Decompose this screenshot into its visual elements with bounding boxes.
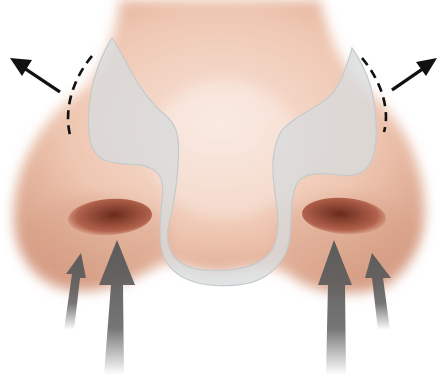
- outward-arrow-right-icon: [392, 58, 437, 90]
- outward-arrow-left-icon: [10, 58, 60, 92]
